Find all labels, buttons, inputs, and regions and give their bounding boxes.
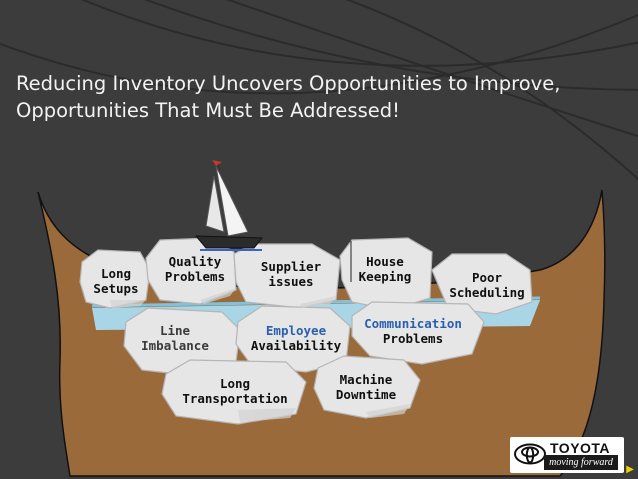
logo-tagline: moving forward bbox=[544, 455, 618, 470]
rock-label-line: Setups bbox=[88, 281, 144, 296]
rock-label-employee-availability: Employee Availability bbox=[250, 323, 342, 353]
rock-label-line: Line bbox=[134, 323, 216, 338]
rock-label-poor-scheduling: Poor Scheduling bbox=[446, 270, 528, 300]
rock-label-line: Long bbox=[176, 376, 294, 391]
rock-label-house-keeping: House Keeping bbox=[354, 254, 416, 284]
rock-label-line: Downtime bbox=[328, 387, 404, 402]
rock-label-line: Poor bbox=[446, 270, 528, 285]
rock-label-line: Availability bbox=[250, 338, 342, 353]
rock-label-line: Communication bbox=[356, 316, 470, 331]
logo-brand-text: TOYOTA bbox=[550, 440, 610, 456]
rock-label-line: Transportation bbox=[176, 391, 294, 406]
rock-label-line: Employee bbox=[250, 323, 342, 338]
rock-label-line: Supplier bbox=[254, 259, 328, 274]
rock-label-line: Keeping bbox=[354, 269, 416, 284]
rock-label-communication-problems: Communication Problems bbox=[356, 316, 470, 346]
rock-label-line: Imbalance bbox=[134, 338, 216, 353]
rock-label-machine-downtime: Machine Downtime bbox=[328, 372, 404, 402]
rock-label-line: Problems bbox=[156, 269, 234, 284]
rock-label-long-transportation: Long Transportation bbox=[176, 376, 294, 406]
toyota-logo-icon bbox=[514, 443, 546, 465]
nav-arrow-icon[interactable]: ▶ bbox=[626, 464, 634, 475]
rock-label-line: House bbox=[354, 254, 416, 269]
rock-label-line: Quality bbox=[156, 254, 234, 269]
rock-label-long-setups: Long Setups bbox=[88, 266, 144, 296]
rock-label-supplier-issues: Supplier issues bbox=[254, 259, 328, 289]
rock-label-line: Machine bbox=[328, 372, 404, 387]
rock-label-line: Long bbox=[88, 266, 144, 281]
rock-label-line: issues bbox=[254, 274, 328, 289]
rock-label-quality-problems: Quality Problems bbox=[156, 254, 234, 284]
sailboat-icon bbox=[196, 160, 262, 250]
rock-label-line-imbalance: Line Imbalance bbox=[134, 323, 216, 353]
rock-label-line: Scheduling bbox=[446, 285, 528, 300]
toyota-logo: TOYOTA moving forward bbox=[510, 437, 624, 473]
rock-label-line: Problems bbox=[356, 331, 470, 346]
